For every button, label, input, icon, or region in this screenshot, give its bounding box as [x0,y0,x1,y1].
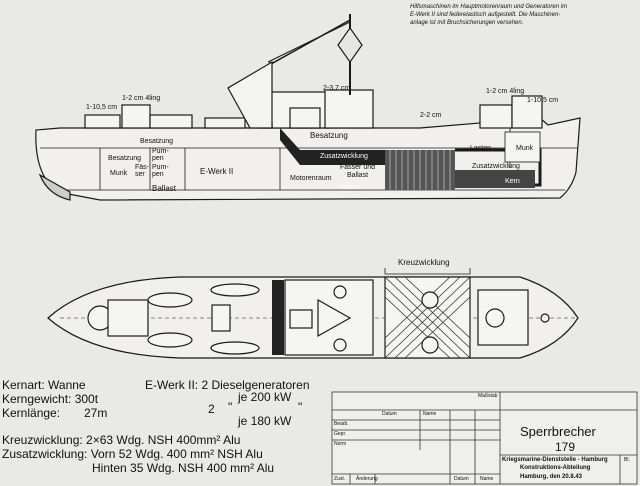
spec-ewerk-3-q2: " [298,400,303,414]
aft-superstructure [479,104,513,129]
tb-row-norm: Norm [334,441,347,447]
label-fasser-fwd-b: ser [135,171,145,178]
label-munk-fwd: Munk [110,170,128,177]
label-kreuzwicklung: Kreuzwicklung [398,258,450,267]
label-fasser-fwd: Fäs- ser [135,164,149,178]
spec-kreuzwicklung: Kreuzwicklung: 2×63 Wdg. NSH 400mm² Alu [2,433,241,447]
label-zusatzwicklung-mid: Zusatzwicklung [320,153,368,160]
spec-ewerk-2: je 200 kW [238,390,292,404]
tb-number: 179 [555,440,576,454]
label-wanne: Wanne [338,184,360,191]
label-munk-aft: Munk [516,145,534,152]
spec-ewerk-1: E-Werk II: 2 Dieselgeneratoren [145,378,310,392]
note-line-1: Hilfsmaschinen im Hauptmotorenraum und G… [410,4,568,10]
label-pumpen-1b: pen [152,155,164,162]
label-pumpen-2: Pum- pen [152,164,169,178]
tb-col-datum: Datum [382,411,397,417]
label-gun-aft-105: 1-10,5 cm [527,97,559,104]
tb-dept: Konstruktions-Abteilung [520,465,591,471]
spec-ewerk-3-q1: " [228,400,233,414]
title-block [331,391,638,485]
label-zusatzwicklung-aft: Zusatzwicklung [472,163,520,170]
spec-ewerk-4: je 180 kW [238,414,292,428]
label-pumpen-1: Pum- pen [152,148,169,162]
tb-zust: Zust. [334,476,346,482]
tb-aenderung: Änderung [356,476,378,482]
plan-view [47,268,579,359]
zusatzwicklung-coil [280,128,420,190]
label-besatzung-fwd-top: Besatzung [140,138,174,145]
tb-blatt: Bl. [624,457,630,463]
label-fasser-ballast-a: Fässer und [340,164,376,171]
label-pumpen-2a: Pum- [152,164,169,171]
label-motorenraum: Motorenraum [290,175,332,182]
tb-row-gepr: Gepr. [334,431,347,437]
tb-massstab: Maßstab [478,393,498,399]
label-pumpen-2b: pen [152,171,164,178]
spec-zusatzwicklung-hinten: Hinten 35 Wdg. NSH 400 mm² Alu [92,461,275,475]
label-gun-37: 2-3,7 cm [323,85,351,92]
label-fasser-ballast: Fässer und Ballast [340,164,375,180]
note-line-3: anlage ist mit Bruchsicherungen versehen… [410,20,524,26]
label-ewerk: E-Werk II [200,167,234,176]
tb-row-bearb: Bearb. [334,421,349,427]
label-gun-fwd-105: 1-10,5 cm [86,104,118,111]
label-besatzung-fwd: Besatzung [108,155,142,162]
spec-kerngewicht: Kerngewicht: 300t [2,392,99,406]
spec-kernlaenge-value: 27m [84,406,108,420]
tb-datum2: Datum [454,476,469,482]
tb-name2: Name [480,476,494,482]
spec-zusatzwicklung-vorn: Zusatzwicklung: Vorn 52 Wdg. 400 mm² NSH… [2,447,263,461]
fwd-superstructure [84,114,121,129]
tb-date: Hamburg, den 20.8.43 [520,474,583,480]
label-gun-aft-4ling: 1-2 cm 4ling [486,88,525,95]
spec-kernlaenge-label: Kernlänge: [2,406,61,420]
label-pumpen-1a: Pum- [152,148,169,155]
drawing-note: Hilfsmaschinen im Hauptmotorenraum und G… [410,3,567,27]
label-ballast-fwd: Ballast [152,184,177,193]
label-fasser-fwd-a: Fäs- [135,164,149,171]
spec-kernart: Kernart: Wanne [2,378,86,392]
note-line-2: E-Werk II sind federelastisch aufgestell… [410,12,561,18]
label-fasser-ballast-b: Ballast [347,172,369,179]
label-kern: Kern [505,178,520,185]
label-gun-fwd-4ling: 1-2 cm 4ling [122,95,161,102]
tb-title: Sperrbrecher [520,424,596,439]
label-besatzung-mid: Besatzung [310,131,348,140]
profile-view [35,14,581,201]
tb-col-name: Name [423,411,437,417]
spec-ewerk-3-num: 2 [208,402,215,416]
label-lasten: Lasten [470,145,492,152]
label-gun-aft-2cm: 2-2 cm [420,112,442,119]
tb-org: Kriegsmarine-Dienststelle - Hamburg [502,457,608,463]
